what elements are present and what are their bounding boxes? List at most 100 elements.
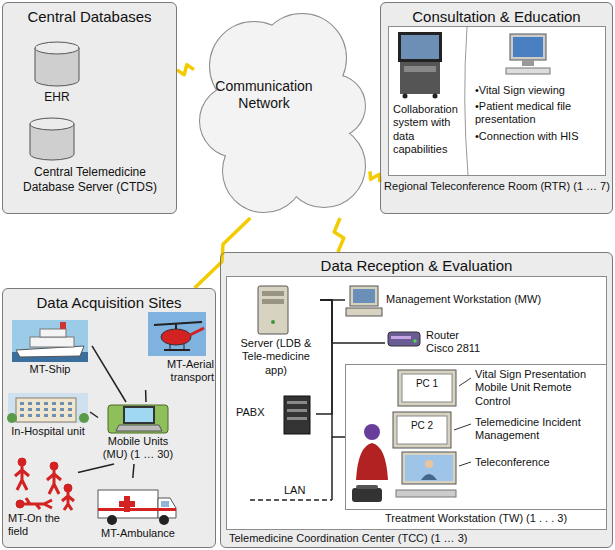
panel-fill (226, 276, 607, 530)
panel-title: Central Databases (3, 8, 176, 26)
computer-icon (513, 37, 543, 57)
node-label: EHR (22, 90, 92, 105)
panel: Central DatabasesEHR Central Telemedicine… (2, 2, 177, 214)
panel-title: Data Acquisition Sites (3, 294, 215, 312)
workstation-monitor (398, 370, 456, 406)
hospital-icon (79, 413, 89, 423)
text-slot: Regional Teleconference Room (RTR) (1 … … (384, 180, 610, 193)
panel-fill (388, 26, 606, 176)
workstation-unit: Management Workstation (MW) (345, 282, 545, 322)
mobile-unit-icon (108, 405, 168, 433)
text-slot: Central Telemedicine Database Server (CT… (20, 165, 160, 194)
text-slot: Router Cisco 2811 (426, 329, 484, 356)
people-icon (15, 466, 29, 490)
panel-title: Consultation & Education (381, 8, 612, 26)
helicopter-icon (190, 328, 204, 335)
text-slot: Teleconference (475, 456, 603, 469)
collaboration-system-icon (401, 35, 439, 59)
node-label: MT-Ship (8, 363, 92, 376)
site-unit: MT-Ambulance (86, 478, 190, 544)
server-icon (271, 320, 275, 324)
server-icon (258, 286, 288, 334)
ship-icon (60, 322, 66, 329)
computer-icon (510, 34, 546, 60)
node-label: MT-Aerial transport (138, 358, 214, 385)
node-label: •Vital Sign viewing (475, 84, 603, 97)
panel-fill (2, 2, 177, 214)
collaboration-system-icon (404, 66, 436, 72)
node-label: Telemedicine Incident Management (475, 416, 603, 443)
network-line (90, 412, 98, 418)
workstation-icon (353, 289, 375, 303)
computer-icon (522, 60, 534, 66)
coordination-center: Telemedicine Coordination Center (TCC) (… (226, 276, 607, 530)
text-slot: Mobile Units (MU) (1 … 30) (98, 435, 178, 462)
wireless-link (370, 171, 380, 182)
treatment-workstation: Vital Sign Presentation Mobile Unit Remo… (345, 364, 607, 510)
server-icon (262, 299, 284, 304)
workstation-icon (346, 308, 382, 316)
operator-figure (356, 424, 388, 480)
cylinder-outline (8, 118, 172, 210)
computer-icon (506, 34, 550, 74)
helicopter-icon (184, 344, 185, 350)
ship-icon (12, 320, 88, 362)
network-line (320, 300, 345, 437)
router-icon (413, 339, 417, 343)
desk-items (356, 485, 378, 489)
network-line (145, 390, 147, 402)
text-slot: Central Databases (3, 8, 176, 26)
people-icon (15, 458, 74, 510)
panel: Consultation & EducationCollaboration sy… (380, 2, 613, 214)
text-slot: Vital Sign Presentation Mobile Unit Remo… (475, 368, 603, 408)
site-unit: MT-Aerial transport (138, 310, 214, 390)
text-slot: •Patient medical file presentation (475, 100, 603, 127)
ship-icon (16, 346, 84, 357)
desk-items (352, 485, 456, 502)
network-line (78, 464, 114, 473)
network-cloud: Communication Network (194, 6, 370, 218)
node-label: Telemedicine Coordination Center (TCC) (… (229, 532, 606, 545)
database-cylinder: EHR (22, 40, 92, 112)
cylinder-outline (30, 118, 74, 130)
panel-fill (220, 252, 613, 548)
helicopter-icon (148, 312, 206, 356)
workstation-monitor (405, 455, 453, 481)
workstation-monitor (393, 412, 451, 448)
cloud-outline (200, 14, 365, 212)
text-slot: PC 2 (402, 420, 442, 432)
text-slot: Collaboration system with data capabilit… (393, 103, 463, 157)
text-slot: •Vital Sign viewing (475, 84, 603, 97)
text-slot: PABX (236, 406, 276, 419)
node-label: Communication Network (208, 78, 320, 112)
site-unit: MT-On the field (8, 455, 78, 543)
node-label: Teleconference (475, 456, 603, 469)
ship-icon (12, 320, 88, 362)
pabx-unit: PABX (236, 392, 316, 436)
ambulance-icon (159, 515, 169, 525)
node-label: •Patient medical file presentation (475, 100, 603, 127)
node-label: PC 1 (407, 378, 447, 390)
node-label: Central Telemedicine Database Server (CT… (20, 165, 160, 194)
collaboration-system-icon (400, 62, 440, 94)
pabx-icon (287, 401, 307, 404)
leader-line (459, 378, 471, 386)
helicopter-icon (175, 324, 177, 329)
network-line (133, 464, 134, 478)
text-slot: Consultation & Education (381, 8, 612, 26)
node-label: MT-On the field (8, 512, 78, 539)
people-icon (47, 470, 61, 494)
hospital-icon (7, 413, 17, 423)
router-icon (391, 336, 411, 339)
mobile-unit-icon (108, 405, 168, 433)
router-icon (388, 332, 420, 346)
lan-bus (250, 499, 332, 501)
node-label: Server (LDB & Tele-medicine app) (232, 337, 320, 377)
helicopter-icon (164, 349, 190, 351)
operator-figure (364, 424, 380, 440)
people-icon (50, 462, 58, 470)
text-slot: MT-Ship (8, 363, 92, 376)
workstation-icon (350, 286, 378, 306)
ambulance-icon (98, 508, 176, 511)
text-slot: MT-Ambulance (86, 527, 190, 540)
